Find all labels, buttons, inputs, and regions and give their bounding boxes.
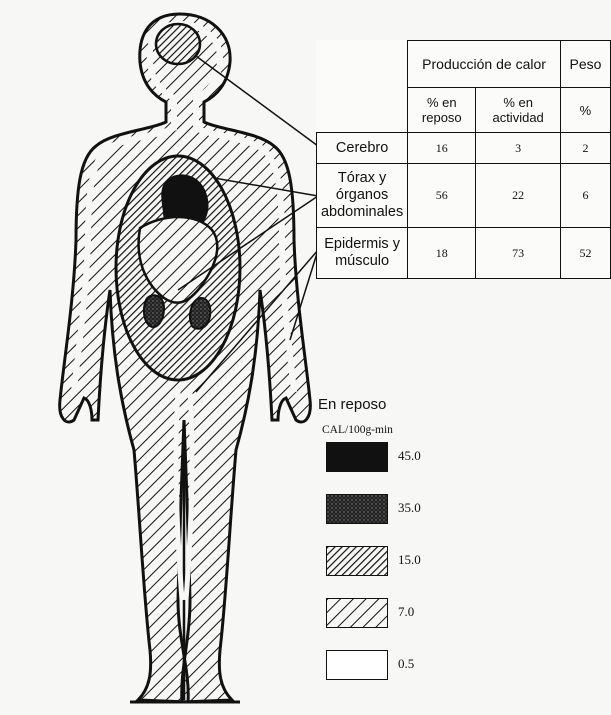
table-row: Cerebro 16 3 2 bbox=[317, 133, 611, 164]
legend-value: 45.0 bbox=[398, 448, 421, 464]
dense-hatch-swatch bbox=[326, 546, 388, 576]
legend-item: 7.0 bbox=[326, 598, 476, 630]
skin-rest-value: 18 bbox=[408, 228, 476, 279]
right-kidney-region bbox=[190, 298, 210, 329]
heat-production-table: Producción de calor Peso % en reposo % e… bbox=[316, 40, 611, 279]
blank-swatch bbox=[326, 650, 388, 680]
brain-region bbox=[156, 24, 200, 64]
row-label-skin-muscle: Epidermis y músculo bbox=[317, 228, 408, 279]
heat-production-header: Producción de calor bbox=[408, 41, 561, 88]
weight-header: Peso bbox=[560, 41, 610, 88]
weight-percent-subheader: % bbox=[560, 88, 610, 133]
skin-weight-value: 52 bbox=[560, 228, 610, 279]
table-row: Tórax y órganos abdominales 56 22 6 bbox=[317, 164, 611, 228]
left-kidney-region bbox=[144, 295, 164, 327]
stipple-swatch bbox=[326, 494, 388, 524]
legend-title: En reposo bbox=[318, 396, 386, 413]
row-label-torso: Tórax y órganos abdominales bbox=[317, 164, 408, 228]
legend-item: 0.5 bbox=[326, 650, 476, 682]
legend-item: 45.0 bbox=[326, 442, 476, 474]
legend: En reposo CAL/100g-min 45.0 35.0 15.0 7.… bbox=[318, 396, 478, 696]
rest-subheader: % en reposo bbox=[408, 88, 476, 133]
legend-value: 7.0 bbox=[398, 604, 414, 620]
brain-rest-value: 16 bbox=[408, 133, 476, 164]
legend-value: 15.0 bbox=[398, 552, 421, 568]
brain-activity-value: 3 bbox=[476, 133, 561, 164]
brain-weight-value: 2 bbox=[560, 133, 610, 164]
torso-weight-value: 6 bbox=[560, 164, 610, 228]
table-row: Epidermis y músculo 18 73 52 bbox=[317, 228, 611, 279]
legend-units: CAL/100g-min bbox=[322, 424, 393, 436]
activity-subheader: % en actividad bbox=[476, 88, 561, 133]
skin-activity-value: 73 bbox=[476, 228, 561, 279]
solid-black-swatch bbox=[326, 442, 388, 472]
legend-value: 35.0 bbox=[398, 500, 421, 516]
row-label-brain: Cerebro bbox=[317, 133, 408, 164]
legend-item: 35.0 bbox=[326, 494, 476, 526]
sparse-hatch-swatch bbox=[326, 598, 388, 628]
torso-rest-value: 56 bbox=[408, 164, 476, 228]
legend-item: 15.0 bbox=[326, 546, 476, 578]
legend-value: 0.5 bbox=[398, 656, 414, 672]
torso-activity-value: 22 bbox=[476, 164, 561, 228]
